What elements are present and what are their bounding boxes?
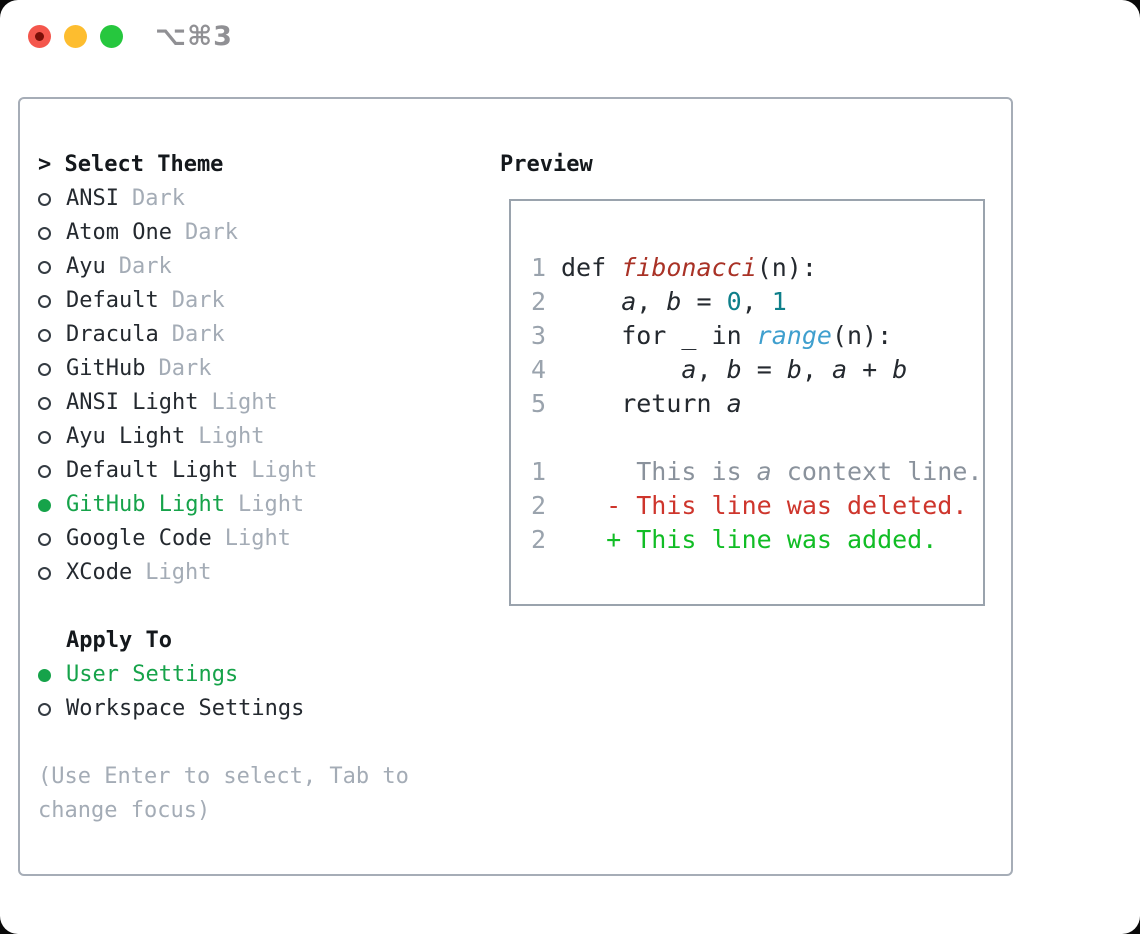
apply-to-option[interactable]: Workspace Settings <box>38 692 498 726</box>
theme-option[interactable]: Google Code Light <box>38 522 498 556</box>
code-content: return a <box>561 389 742 418</box>
radio-icon <box>38 396 51 410</box>
theme-option[interactable]: Default Light Light <box>38 454 498 488</box>
theme-variant: Dark <box>158 356 212 381</box>
theme-variant: Light <box>251 458 318 483</box>
line-number: 2 <box>531 525 547 554</box>
window-title: ⌥⌘3 <box>155 21 233 52</box>
line-number: 1 <box>531 457 547 486</box>
code-line: 3 for _ in range(n): <box>531 319 983 353</box>
line-number: 2 <box>531 287 547 316</box>
radio-icon <box>38 566 51 580</box>
code-content: for _ in range(n): <box>561 321 893 350</box>
code-line: 4 a, b = b, a + b <box>531 353 983 387</box>
line-number: 1 <box>531 253 547 282</box>
theme-name: Atom One <box>66 220 172 245</box>
code-line: 1 This is a context line. <box>531 455 983 489</box>
theme-option[interactable]: XCode Light <box>38 556 498 590</box>
radio-icon <box>38 294 51 308</box>
theme-variant: Light <box>224 526 291 551</box>
line-number: 3 <box>531 321 547 350</box>
radio-icon <box>38 192 51 206</box>
code-line: 2 - This line was deleted. <box>531 489 983 523</box>
code-line: 2 a, b = 0, 1 <box>531 285 983 319</box>
apply-to-option[interactable]: User Settings <box>38 658 498 692</box>
theme-name: Default <box>66 288 159 313</box>
radio-icon <box>38 702 51 716</box>
theme-variant: Light <box>211 390 278 415</box>
selected-radio-icon <box>38 498 51 512</box>
theme-variant: Light <box>145 560 212 585</box>
radio-icon <box>38 430 51 444</box>
code-content: - This line was deleted. <box>561 491 968 520</box>
selected-radio-icon <box>38 668 51 682</box>
code-content: def fibonacci(n): <box>561 253 817 282</box>
theme-name: GitHub Light <box>66 492 225 517</box>
radio-icon <box>38 362 51 376</box>
theme-option[interactable]: GitHub Dark <box>38 352 498 386</box>
theme-option[interactable]: ANSI Dark <box>38 182 498 216</box>
apply-to-label: Workspace Settings <box>66 696 305 721</box>
spacer <box>38 726 498 760</box>
code-content: + This line was added. <box>561 525 938 554</box>
theme-name: GitHub <box>66 356 146 381</box>
theme-name: XCode <box>66 560 133 585</box>
theme-variant: Dark <box>118 254 172 279</box>
theme-variant: Dark <box>171 322 225 347</box>
code-line: 1 def fibonacci(n): <box>531 251 983 285</box>
radio-icon <box>38 328 51 342</box>
theme-name: Google Code <box>66 526 212 551</box>
radio-icon <box>38 226 51 240</box>
apply-to-header: Apply To <box>66 628 172 653</box>
apply-to-label: User Settings <box>66 662 239 687</box>
preview-header: Preview <box>500 152 593 177</box>
close-dot-icon <box>35 32 44 41</box>
code-line: 5 return a <box>531 387 983 421</box>
close-button[interactable] <box>28 25 51 48</box>
theme-option[interactable]: Dracula Dark <box>38 318 498 352</box>
select-theme-header: > Select Theme <box>38 152 224 177</box>
theme-name: Ayu <box>66 254 106 279</box>
code-content: This is a context line. <box>561 457 983 486</box>
zoom-button[interactable] <box>100 25 123 48</box>
line-number: 2 <box>531 491 547 520</box>
theme-option[interactable]: Ayu Light Light <box>38 420 498 454</box>
theme-option[interactable]: Atom One Dark <box>38 216 498 250</box>
theme-variant: Dark <box>171 288 225 313</box>
code-content: a, b = 0, 1 <box>621 287 787 316</box>
code-line: 2 + This line was added. <box>531 523 983 557</box>
minimize-button[interactable] <box>64 25 87 48</box>
hint-line: (Use Enter to select, Tab to <box>38 764 409 789</box>
theme-option[interactable]: GitHub Light Light <box>38 488 498 522</box>
radio-icon <box>38 260 51 274</box>
theme-variant: Light <box>198 424 265 449</box>
theme-name: Ayu Light <box>66 424 186 449</box>
theme-option[interactable]: Default Dark <box>38 284 498 318</box>
hint-line: change focus) <box>38 798 211 823</box>
theme-variant: Dark <box>184 220 238 245</box>
theme-variant: Dark <box>131 186 185 211</box>
hint-text: (Use Enter to select, Tab to change focus… <box>38 760 498 828</box>
theme-option[interactable]: ANSI Light Light <box>38 386 498 420</box>
code-content: a, b = b, a + b <box>681 355 908 384</box>
theme-name: Default Light <box>66 458 239 483</box>
line-number: 5 <box>531 389 547 418</box>
theme-variant: Light <box>237 492 305 517</box>
theme-name: ANSI Light <box>66 390 199 415</box>
theme-name: Dracula <box>66 322 159 347</box>
line-number: 4 <box>531 355 547 384</box>
theme-name: ANSI <box>66 186 119 211</box>
radio-icon <box>38 532 51 546</box>
code-line <box>531 421 983 455</box>
theme-option[interactable]: Ayu Dark <box>38 250 498 284</box>
spacer <box>38 590 498 624</box>
radio-icon <box>38 464 51 478</box>
line-number <box>531 421 561 455</box>
